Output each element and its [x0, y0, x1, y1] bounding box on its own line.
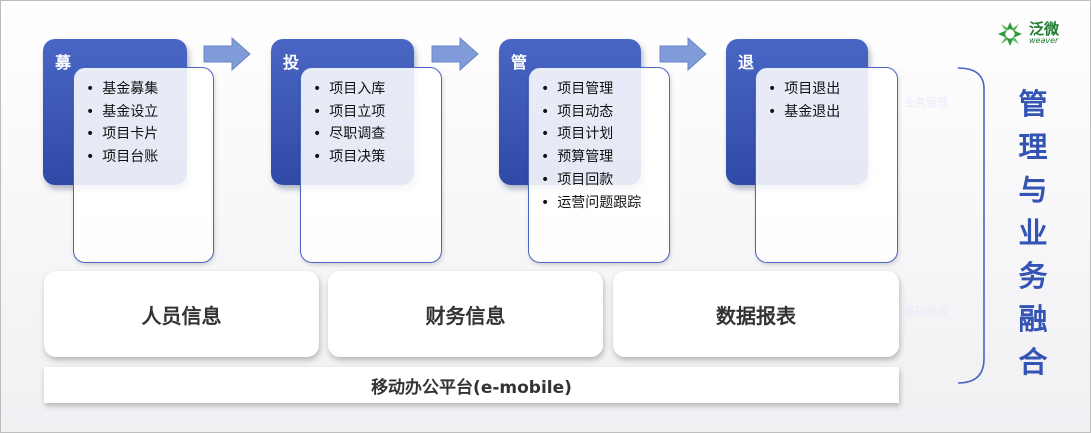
list-item: 项目入库: [313, 78, 441, 101]
stage-title: 募: [55, 53, 72, 72]
list-item: 项目决策: [313, 146, 441, 169]
stage-title: 投: [283, 53, 300, 72]
stage-exit-card: 项目退出 基金退出: [755, 67, 898, 263]
list-item: 项目台账: [86, 146, 213, 169]
list-item: 项目管理: [541, 78, 669, 101]
list-item: 项目卡片: [86, 123, 213, 146]
list-item: 运营问题跟踪: [541, 192, 669, 215]
info-box-personnel: 人员信息: [44, 271, 319, 357]
flow-arrow-icon: [431, 37, 479, 71]
logo-subtext: weaver: [1029, 36, 1059, 45]
list-item: 项目退出: [768, 78, 897, 101]
list-item: 项目动态: [541, 101, 669, 124]
info-box-reports: 数据报表: [613, 271, 899, 357]
flow-arrow-icon: [659, 37, 707, 71]
stage-title: 退: [738, 53, 755, 72]
right-bracket-icon: [957, 67, 985, 384]
list-item: 项目回款: [541, 169, 669, 192]
ghost-label: 业务管理: [904, 96, 948, 109]
list-item: 基金募集: [86, 78, 213, 101]
ghost-label: 基础管理: [904, 305, 948, 318]
stage-investment-card: 项目入库 项目立项 尽职调查 项目决策: [300, 67, 442, 263]
list-item: 基金设立: [86, 101, 213, 124]
list-item: 基金退出: [768, 101, 897, 124]
list-item: 项目计划: [541, 123, 669, 146]
platform-bar: 移动办公平台(e-mobile): [44, 367, 899, 403]
stage-title: 管: [511, 53, 528, 72]
list-item: 项目立项: [313, 101, 441, 124]
side-title: 管理与业务融合: [1018, 87, 1048, 379]
flow-arrow-icon: [203, 37, 251, 71]
list-item: 预算管理: [541, 146, 669, 169]
stage-management-card: 项目管理 项目动态 项目计划 预算管理 项目回款 运营问题跟踪: [528, 67, 670, 263]
stage-fundraising-card: 基金募集 基金设立 项目卡片 项目台账: [73, 67, 214, 263]
list-item: 尽职调查: [313, 123, 441, 146]
info-box-finance: 财务信息: [328, 271, 603, 357]
logo-text: 泛微: [1029, 20, 1060, 38]
weaver-logo-icon: [998, 22, 1022, 46]
